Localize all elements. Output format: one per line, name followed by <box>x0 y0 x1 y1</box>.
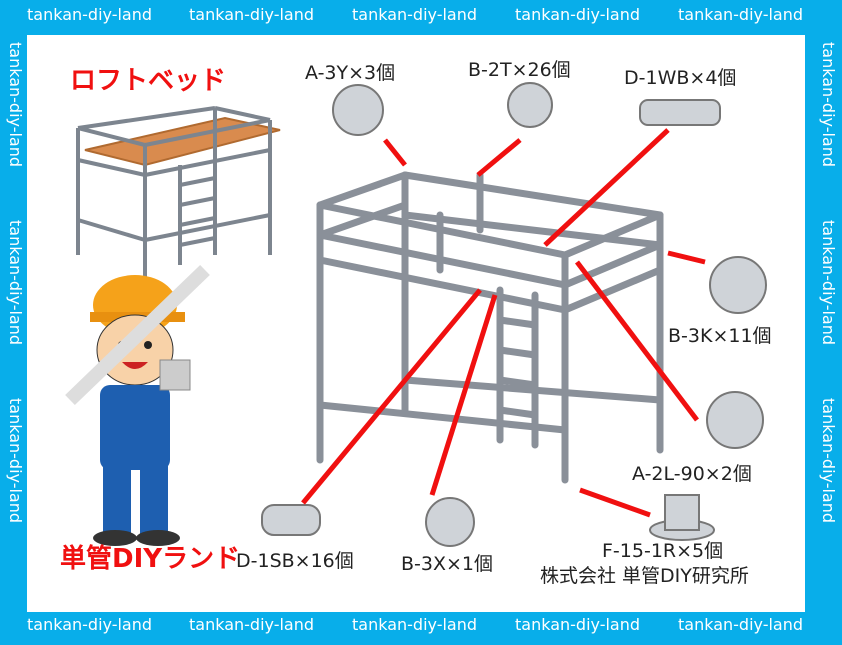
part-label-b-2t: B-2T×26個 <box>468 59 571 81</box>
part-b-3k-icon <box>709 256 767 314</box>
part-label-a-2l: A-2L-90×2個 <box>632 463 752 485</box>
watermark-text: tankan-diy-land <box>515 615 641 634</box>
part-label-b-3k: B-3K×11個 <box>668 325 772 347</box>
watermark-text: tankan-diy-land <box>27 5 153 24</box>
watermark-text: tankan-diy-land <box>352 5 478 24</box>
part-icons <box>261 82 767 547</box>
watermark-text: tankan-diy-land <box>678 615 804 634</box>
watermark-text: tankan-diy-land <box>189 615 315 634</box>
part-a-2l-icon <box>706 391 764 449</box>
part-label-a-3y: A-3Y×3個 <box>305 62 396 84</box>
loft-bed-title: ロフトベッド <box>70 66 227 96</box>
part-b-3x-icon <box>425 497 475 547</box>
company-name: 株式会社 単管DIY研究所 <box>540 565 749 587</box>
leader-lines <box>301 128 706 518</box>
watermark-text: tankan-diy-land <box>678 5 804 24</box>
part-label-d-1wb: D-1WB×4個 <box>624 67 737 89</box>
part-b-2t-icon <box>507 82 553 128</box>
brand-title: 単管DIYランド <box>60 544 241 574</box>
watermark-text: tankan-diy-land <box>352 615 478 634</box>
worker-character <box>65 264 210 546</box>
part-d-1sb-icon <box>261 504 321 536</box>
part-a-3y-icon <box>332 84 384 136</box>
watermark-text: tankan-diy-land <box>189 5 315 24</box>
part-label-b-3x: B-3X×1個 <box>401 553 494 575</box>
part-d-1wb-icon <box>639 99 721 126</box>
watermark-text: tankan-diy-land <box>515 5 641 24</box>
part-label-d-1sb: D-1SB×16個 <box>236 550 354 572</box>
watermark-text: tankan-diy-land <box>27 615 153 634</box>
loft-bed-frame <box>316 171 664 484</box>
part-label-f-15: F-15-1R×5個 <box>602 540 724 562</box>
loft-bed-thumbnail <box>76 106 281 280</box>
